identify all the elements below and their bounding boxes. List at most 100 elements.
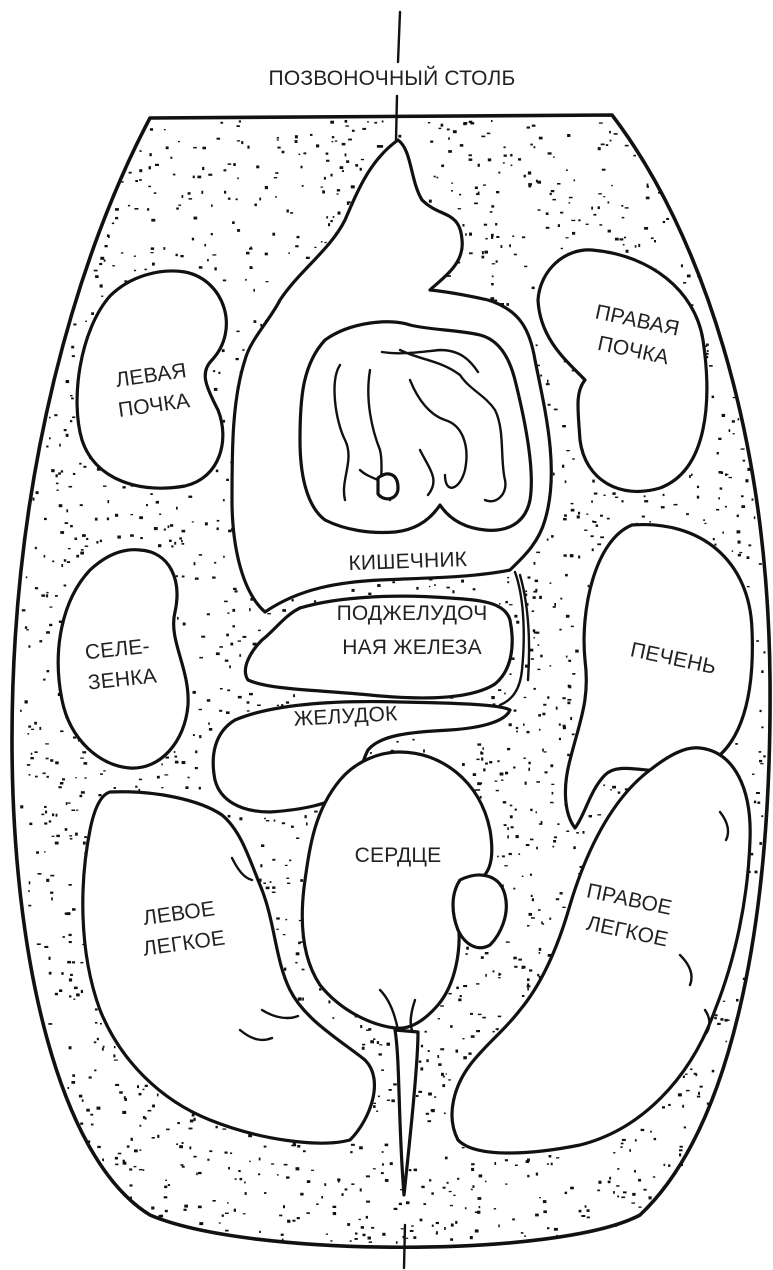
stipple-dot [193, 1118, 195, 1121]
stipple-dot [371, 1227, 374, 1229]
stipple-dot [612, 492, 615, 495]
stipple-dot [303, 1150, 306, 1152]
stipple-dot [52, 836, 55, 837]
stipple-dot [69, 941, 72, 943]
stipple-dot [572, 458, 575, 459]
stipple-dot [532, 287, 535, 290]
stipple-dot [159, 514, 161, 516]
stipple-dot [642, 516, 645, 518]
stipple-dot [429, 200, 432, 203]
stipple-dot [581, 1215, 585, 1217]
stipple-dot [507, 581, 509, 583]
stipple-dot [276, 929, 279, 930]
stipple-dot [509, 244, 511, 247]
stipple-dot [504, 824, 507, 826]
stipple-dot [214, 562, 216, 564]
stipple-dot [222, 1215, 224, 1217]
stipple-dot [635, 1139, 637, 1141]
stipple-dot [300, 941, 302, 943]
stipple-dot [447, 129, 450, 131]
stipple-dot [218, 372, 220, 374]
stipple-dot [518, 959, 522, 961]
stipple-dot [311, 1170, 314, 1171]
stipple-dot [470, 1013, 473, 1015]
stipple-dot [169, 540, 172, 542]
stipple-dot [342, 143, 346, 146]
stipple-dot [626, 250, 629, 253]
stipple-dot [107, 518, 109, 521]
stipple-dot [698, 1092, 700, 1095]
stipple-dot [747, 556, 750, 559]
stipple-dot [259, 1231, 261, 1233]
stipple-dot [567, 702, 570, 705]
stipple-dot [654, 240, 656, 242]
stipple-dot [115, 1157, 118, 1160]
stipple-dot [498, 689, 501, 691]
stipple-dot [227, 1202, 229, 1203]
stipple-dot [448, 150, 452, 153]
stipple-dot [663, 1187, 666, 1189]
stipple-dot [456, 987, 459, 990]
stipple-dot [725, 1019, 728, 1022]
stipple-dot [58, 472, 61, 474]
stipple-dot [428, 1093, 432, 1096]
stipple-dot [118, 1153, 122, 1155]
stipple-dot [289, 860, 291, 862]
stipple-dot [553, 840, 556, 843]
stipple-dot [449, 1191, 452, 1192]
stipple-dot [495, 781, 498, 782]
stipple-dot [68, 548, 71, 549]
stipple-dot [291, 1145, 294, 1146]
stipple-dot [414, 1169, 417, 1172]
stipple-dot [447, 587, 450, 589]
stipple-dot [379, 1053, 382, 1055]
stipple-dot [181, 1164, 184, 1166]
stipple-dot [477, 743, 481, 745]
stipple-dot [220, 122, 223, 124]
stipple-dot [174, 751, 176, 753]
stipple-dot [37, 943, 41, 945]
stipple-dot [70, 838, 73, 840]
stipple-dot [369, 1241, 372, 1243]
stipple-dot [536, 781, 540, 783]
stipple-dot [441, 165, 444, 168]
stipple-dot [189, 1146, 191, 1149]
stipple-dot [527, 731, 530, 733]
stipple-dot [532, 610, 535, 612]
stipple-dot [575, 650, 579, 653]
stipple-dot [64, 429, 67, 431]
stipple-dot [622, 1139, 626, 1141]
stipple-dot [44, 806, 47, 808]
stipple-dot [431, 1109, 435, 1112]
stipple-dot [219, 1222, 221, 1223]
stipple-dot [496, 236, 499, 238]
stipple-dot [272, 859, 275, 861]
stipple-dot [400, 1189, 402, 1190]
stipple-dot [44, 518, 47, 520]
stipple-dot [296, 838, 299, 840]
stipple-dot [351, 1183, 354, 1185]
stipple-dot [81, 549, 84, 551]
stipple-dot [480, 751, 482, 753]
stipple-dot [411, 1225, 414, 1226]
stipple-dot [546, 383, 550, 385]
stipple-dot [554, 836, 557, 838]
stipple-dot [401, 1228, 404, 1229]
stipple-dot [497, 760, 499, 762]
stipple-dot [370, 752, 372, 754]
stipple-dot [123, 1160, 125, 1163]
stipple-dot [615, 1225, 617, 1227]
stipple-dot [139, 516, 143, 519]
stipple-dot [469, 233, 472, 236]
stipple-dot [44, 946, 48, 948]
stipple-dot [553, 473, 555, 476]
stipple-dot [488, 158, 491, 161]
stipple-dot [613, 1191, 615, 1194]
stipple-dot [614, 133, 618, 135]
stipple-dot [222, 1128, 226, 1129]
stipple-dot [527, 127, 530, 129]
stipple-dot [322, 190, 325, 193]
stipple-dot [152, 1137, 155, 1139]
stipple-dot [747, 586, 750, 587]
stipple-dot [533, 637, 535, 638]
